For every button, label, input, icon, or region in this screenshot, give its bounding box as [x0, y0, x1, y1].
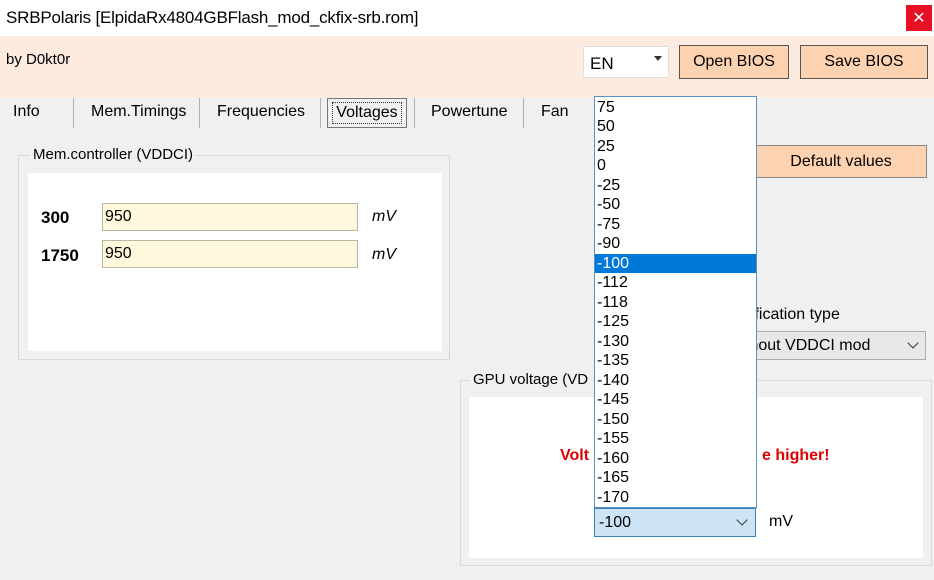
tab-separator: [523, 98, 524, 128]
tab-powertune[interactable]: Powertune: [431, 103, 508, 120]
tab-separator: [320, 98, 321, 128]
dropdown-arrow-icon: [654, 56, 662, 61]
dropdown-option[interactable]: -125: [597, 313, 630, 330]
vddci-input[interactable]: [102, 203, 358, 231]
tab-separator: [414, 98, 415, 128]
open-bios-button[interactable]: Open BIOS: [679, 45, 789, 79]
tab-fan[interactable]: Fan: [541, 103, 569, 120]
freq-label: 300: [41, 208, 70, 227]
author-label: by D0kt0r: [6, 51, 71, 68]
language-value: EN: [590, 54, 614, 73]
unit-label: mV: [372, 208, 396, 225]
language-select[interactable]: EN: [583, 46, 669, 78]
gpu-voltage-title: GPU voltage (VD: [470, 371, 592, 388]
tab-separator: [73, 98, 74, 128]
gpu-voltage-value: -100: [599, 514, 632, 531]
default-values-button[interactable]: Default values: [755, 145, 927, 178]
gpu-voltage-dropdown-list[interactable]: 75 50 25 0 -25 -50 -75 -90-100-112 -118 -125 -130 -…: [594, 96, 757, 508]
close-icon: ✕: [912, 10, 926, 27]
dropdown-option[interactable]: -140: [597, 371, 630, 389]
dropdown-option[interactable]: 0: [597, 157, 606, 174]
mem-controller-title: Mem.controller (VDDCI): [30, 146, 197, 163]
tab-voltages[interactable]: Voltages: [327, 98, 407, 128]
dropdown-option[interactable]: -170: [597, 488, 630, 506]
dropdown-option[interactable]: 25: [597, 137, 615, 155]
dropdown-option[interactable]: -90: [597, 235, 621, 252]
chevron-down-icon: [736, 514, 748, 526]
vddci-input[interactable]: [102, 240, 358, 268]
modification-type-value: thout VDDCI mod: [745, 337, 871, 354]
tab-info[interactable]: Info: [13, 103, 40, 120]
modification-type-label: dification type: [742, 306, 840, 323]
dropdown-option[interactable]: 50: [597, 118, 615, 135]
dropdown-option[interactable]: -130: [597, 332, 630, 350]
save-bios-button[interactable]: Save BIOS: [800, 45, 928, 79]
voltage-warning-left: Volt: [560, 447, 590, 464]
tab-frequencies[interactable]: Frequencies: [217, 103, 306, 120]
dropdown-option[interactable]: -165: [597, 469, 630, 486]
dropdown-option[interactable]: -135: [597, 352, 630, 369]
dropdown-option[interactable]: -150: [597, 410, 630, 428]
gpu-voltage-unit: mV: [769, 513, 793, 530]
title-bar: SRBPolaris [ElpidaRx4804GBFlash_mod_ckfi…: [0, 0, 934, 36]
close-button[interactable]: ✕: [906, 5, 932, 31]
dropdown-option[interactable]: -118: [597, 293, 628, 311]
dropdown-option[interactable]: -160: [597, 449, 630, 467]
modification-type-select[interactable]: thout VDDCI mod: [742, 331, 926, 360]
tab-voltages-label: Voltages: [332, 102, 402, 124]
dropdown-option[interactable]: 75: [597, 98, 615, 116]
gpu-voltage-select[interactable]: -100: [594, 508, 756, 537]
dropdown-option[interactable]: -145: [597, 391, 630, 408]
header-panel: by D0kt0r: [0, 36, 934, 98]
dropdown-option[interactable]: -25: [597, 176, 621, 194]
voltage-warning-right: e higher!: [762, 447, 830, 464]
window-title: SRBPolaris [ElpidaRx4804GBFlash_mod_ckfi…: [6, 8, 419, 27]
chevron-down-icon: [907, 337, 919, 349]
tab-separator: [199, 98, 200, 128]
freq-label: 1750: [41, 246, 79, 265]
dropdown-option[interactable]: -155: [597, 430, 630, 447]
dropdown-option[interactable]: -75: [597, 215, 621, 233]
tab-mem-timings[interactable]: Mem.Timings: [91, 103, 187, 120]
dropdown-option[interactable]: -100: [595, 253, 756, 273]
dropdown-option[interactable]: -112: [597, 274, 628, 291]
dropdown-option[interactable]: -50: [597, 196, 621, 213]
unit-label: mV: [372, 246, 396, 263]
mem-controller-group: [18, 155, 450, 360]
